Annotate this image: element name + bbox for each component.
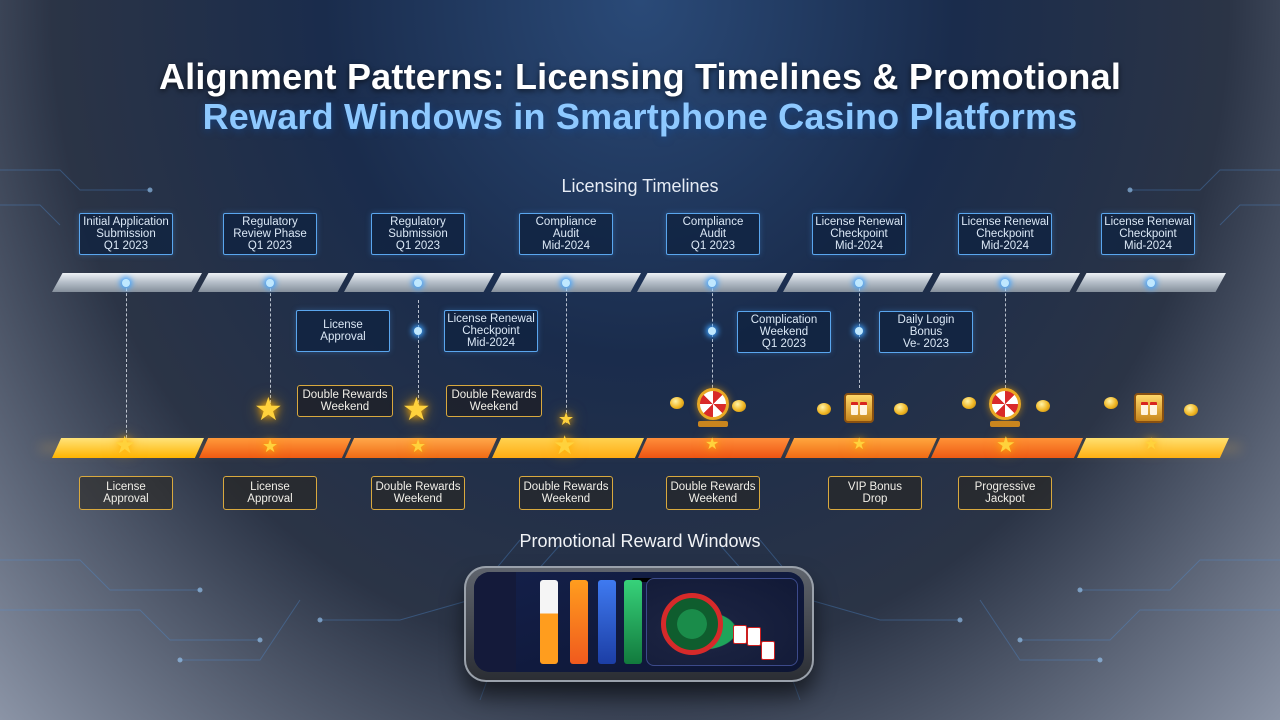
licensing-milestone-box: Regulatory Review Phase Q1 2023 xyxy=(223,213,317,255)
licensing-milestone-box: License Renewal Checkpoint Mid-2024 xyxy=(812,213,906,255)
coin-icon xyxy=(670,397,684,409)
promo-window-box: License Approval xyxy=(79,476,173,510)
phone-notch xyxy=(632,578,656,582)
coin-icon xyxy=(1104,397,1118,409)
licensing-node xyxy=(414,279,422,287)
promo-track-segment xyxy=(199,438,351,458)
licensing-node xyxy=(708,279,716,287)
licensing-node xyxy=(708,327,716,335)
star-icon: ★ xyxy=(254,391,283,427)
prize-wheel-icon xyxy=(698,421,728,427)
licensing-milestone-box: License Renewal Checkpoint Mid-2024 xyxy=(1101,213,1195,255)
coin-icon xyxy=(732,400,746,412)
licensing-milestone-box: License Renewal Checkpoint Mid-2024 xyxy=(444,310,538,352)
phone-app-sidebar xyxy=(474,572,516,672)
licensing-node xyxy=(855,279,863,287)
page-title-line1: Alignment Patterns: Licensing Timelines … xyxy=(158,56,1122,97)
coin-icon xyxy=(817,403,831,415)
prize-wheel-icon xyxy=(697,388,729,420)
timeline-connector xyxy=(1005,283,1006,388)
licensing-milestone-box: Compliance Audit Q1 2023 xyxy=(666,213,760,255)
promo-window-box: Double Rewards Weekend xyxy=(371,476,465,510)
licensing-node xyxy=(855,327,863,335)
licensing-node xyxy=(414,327,422,335)
licensing-node xyxy=(1001,279,1009,287)
playing-card-icon xyxy=(733,625,747,644)
promo-window-box: Double Rewards Weekend xyxy=(666,476,760,510)
roulette-wheel-icon xyxy=(661,593,723,655)
licensing-node xyxy=(1147,279,1155,287)
promo-track-segment xyxy=(492,438,644,458)
timeline-connector xyxy=(859,283,860,388)
star-icon: ★ xyxy=(402,391,431,427)
licensing-node xyxy=(122,279,130,287)
prize-wheel-icon xyxy=(989,388,1021,420)
star-icon: ★ xyxy=(114,432,136,459)
promo-section-label: Promotional Reward Windows xyxy=(519,531,761,551)
promo-track-segment xyxy=(52,438,204,458)
slot-machine-icon xyxy=(844,393,874,423)
promo-window-box: VIP Bonus Drop xyxy=(828,476,922,510)
timeline-connector xyxy=(566,283,567,423)
prize-wheel-icon xyxy=(990,421,1020,427)
promo-track-glow xyxy=(40,446,1240,450)
star-icon: ★ xyxy=(553,430,577,460)
phone-promo-column xyxy=(570,580,588,664)
star-icon: ★ xyxy=(852,436,867,453)
phone-promo-column xyxy=(624,580,642,664)
licensing-milestone-box: Initial Application Submission Q1 2023 xyxy=(79,213,173,255)
promo-window-box: Progressive Jackpot xyxy=(958,476,1052,510)
star-icon: ★ xyxy=(558,409,575,429)
coin-icon xyxy=(1036,400,1050,412)
licensing-section-label: Licensing Timelines xyxy=(561,176,719,196)
playing-card-icon xyxy=(761,641,775,660)
licensing-node xyxy=(266,279,274,287)
timeline-connector xyxy=(126,283,127,443)
slot-machine-icon xyxy=(1134,393,1164,423)
phone-screen xyxy=(474,572,804,672)
promo-track-segment xyxy=(931,438,1083,458)
star-icon: ★ xyxy=(1144,436,1159,453)
timeline-connector xyxy=(712,283,713,403)
promo-window-box: Double Rewards Weekend xyxy=(446,385,542,417)
star-icon: ★ xyxy=(262,436,279,456)
timeline-connector xyxy=(418,300,419,403)
coin-icon xyxy=(1184,404,1198,416)
promo-track-segment xyxy=(345,438,497,458)
timeline-connector xyxy=(270,283,271,403)
licensing-milestone-box: License Renewal Checkpoint Mid-2024 xyxy=(958,213,1052,255)
licensing-milestone-box: Complication Weekend Q1 2023 xyxy=(737,311,831,353)
phone-promo-column xyxy=(540,580,558,664)
coin-icon xyxy=(962,397,976,409)
coin-icon xyxy=(894,403,908,415)
licensing-milestone-box: Daily Login Bonus Ve- 2023 xyxy=(879,311,973,353)
promo-track-segment xyxy=(638,438,790,458)
star-icon: ★ xyxy=(410,436,427,456)
phone-promo-column xyxy=(598,580,616,664)
star-icon: ★ xyxy=(705,436,720,453)
phone-roulette-game xyxy=(646,578,798,666)
promo-window-box: Double Rewards Weekend xyxy=(519,476,613,510)
promo-track-segment xyxy=(785,438,937,458)
licensing-node xyxy=(562,279,570,287)
star-icon: ★ xyxy=(996,432,1016,457)
playing-card-icon xyxy=(747,627,761,646)
smartphone-illustration xyxy=(464,566,814,682)
promo-window-box: License Approval xyxy=(223,476,317,510)
licensing-milestone-box: Regulatory Submission Q1 2023 xyxy=(371,213,465,255)
page-title-line2: Reward Windows in Smartphone Casino Plat… xyxy=(202,96,1078,137)
promo-window-box: Double Rewards Weekend xyxy=(297,385,393,417)
promo-track-segment xyxy=(1077,438,1229,458)
licensing-milestone-box: Compliance Audit Mid-2024 xyxy=(519,213,613,255)
licensing-milestone-box: License Approval xyxy=(296,310,390,352)
